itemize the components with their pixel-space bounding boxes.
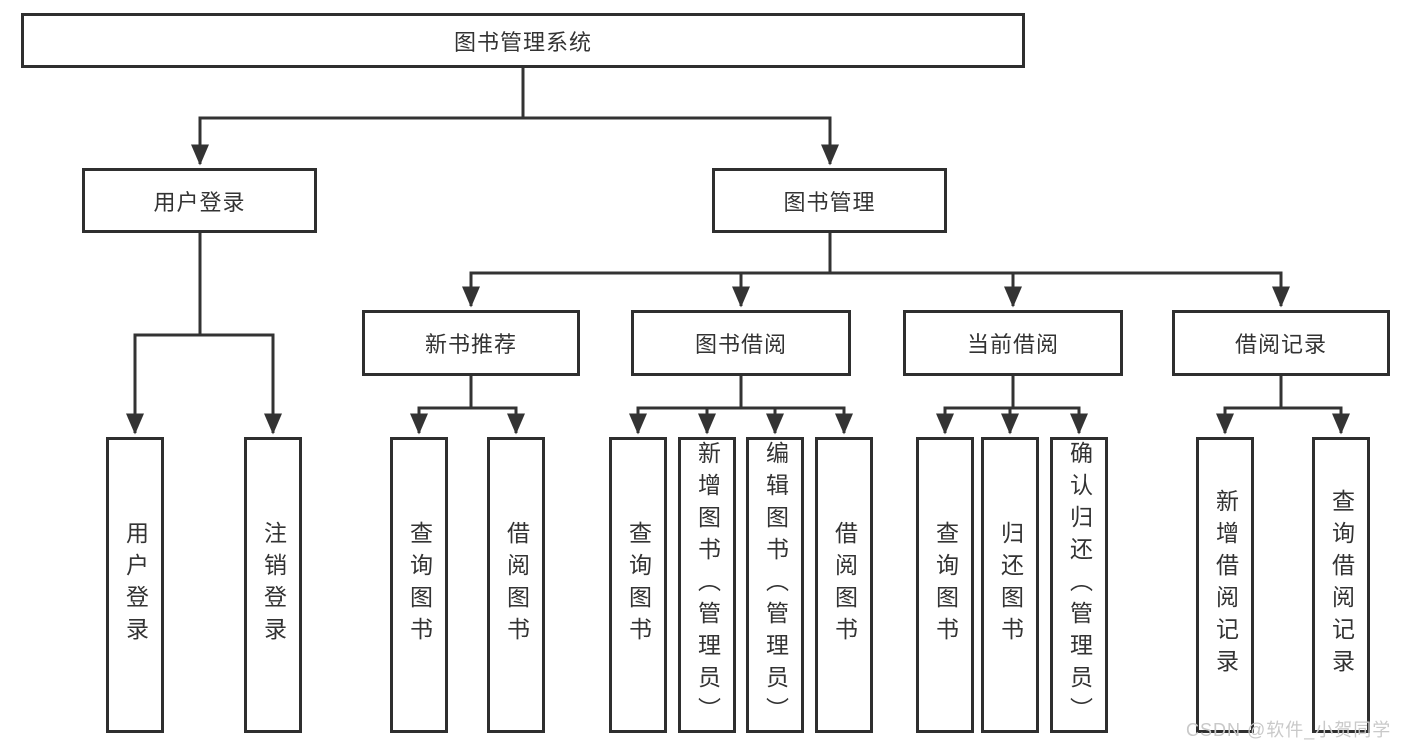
- node-user-login: 用户登录: [82, 168, 317, 233]
- node-current-borrowing: 当前借阅: [903, 310, 1123, 376]
- leaf-confirm-return-admin: 确认归还（管理员）: [1050, 437, 1108, 733]
- leaf-search-books-recommend: 查询图书: [390, 437, 448, 733]
- leaf-search-books-current: 查询图书: [916, 437, 974, 733]
- leaf-add-books-admin: 新增图书（管理员）: [678, 437, 736, 733]
- node-book-borrowing: 图书借阅: [631, 310, 851, 376]
- node-new-book-recommendation: 新书推荐: [362, 310, 580, 376]
- node-library-management-system: 图书管理系统: [21, 13, 1025, 68]
- leaf-borrow-books: 借阅图书: [815, 437, 873, 733]
- leaf-search-borrow-record: 查询借阅记录: [1312, 437, 1370, 733]
- leaf-user-login: 用户登录: [106, 437, 164, 733]
- leaf-search-books-borrow: 查询图书: [609, 437, 667, 733]
- csdn-watermark: CSDN @软件_小贺同学: [1186, 720, 1392, 740]
- leaf-logout: 注销登录: [244, 437, 302, 733]
- leaf-borrow-books-recommend: 借阅图书: [487, 437, 545, 733]
- leaf-edit-books-admin: 编辑图书（管理员）: [746, 437, 804, 733]
- leaf-add-borrow-record: 新增借阅记录: [1196, 437, 1254, 733]
- node-book-management: 图书管理: [712, 168, 947, 233]
- leaf-return-books: 归还图书: [981, 437, 1039, 733]
- node-borrowing-records: 借阅记录: [1172, 310, 1390, 376]
